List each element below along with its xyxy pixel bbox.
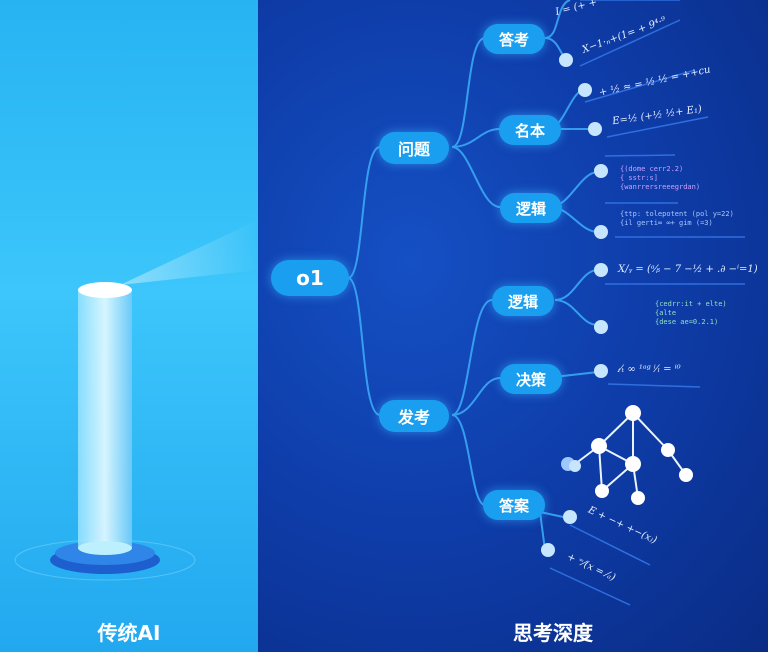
formula: ᵢ⁄ₜ ∞ ¹ᵃᵍ ⁱ⁄ₗ = ⁱ⁰ bbox=[618, 364, 681, 375]
leaf-node-logic-2[interactable]: 逻辑 bbox=[492, 286, 554, 316]
thinking-depth-panel: 思考深度 bbox=[258, 0, 768, 652]
code-snippet: {(dome cerr2.2) { sstr:s] {wanrrersreeeg… bbox=[620, 165, 701, 191]
traditional-ai-caption: 传统AI bbox=[97, 621, 161, 645]
code-snippet: {ttp: tolepotent (pol y=22) {il gerti∞ ∞… bbox=[620, 210, 734, 227]
code-snippet: {cedrr:it + elte) {alte {dese ae=0.2.1) bbox=[655, 300, 727, 326]
root-node-o1[interactable]: o1 bbox=[271, 260, 349, 296]
branch-node-thinking[interactable]: 发考 bbox=[379, 400, 449, 432]
formula: X/ᵧ = (ᵃ⁄ᵦ − 7 −½ + .∂ −ⁱ=1) bbox=[618, 264, 758, 275]
leaf-node-name[interactable]: 名本 bbox=[499, 115, 561, 145]
leaf-node-answer-exam[interactable]: 答考 bbox=[483, 24, 545, 54]
pillar-illustration bbox=[14, 220, 258, 581]
leaf-node-decision[interactable]: 决策 bbox=[500, 364, 562, 394]
thinking-depth-caption: 思考深度 bbox=[513, 621, 593, 645]
leaf-node-logic-1[interactable]: 逻辑 bbox=[500, 193, 562, 223]
branch-node-question[interactable]: 问题 bbox=[379, 132, 449, 164]
leaf-node-answer[interactable]: 答案 bbox=[483, 490, 545, 520]
traditional-ai-panel: 传统AI bbox=[0, 0, 258, 652]
tree-graph-icon bbox=[561, 405, 693, 505]
